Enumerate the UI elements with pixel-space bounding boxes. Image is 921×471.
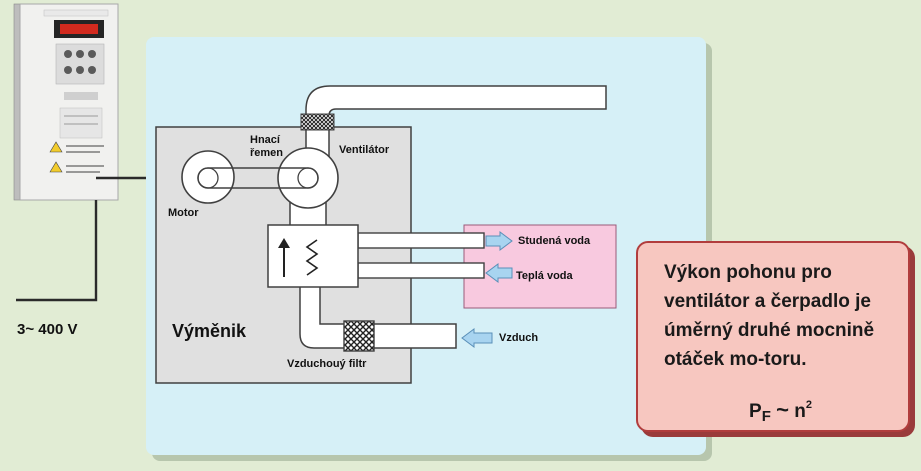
belt-label: Hnací řemen bbox=[250, 134, 284, 159]
cold-water-arrow bbox=[485, 231, 513, 251]
formula: PF ~ n2 bbox=[749, 397, 812, 425]
formula-p: P bbox=[749, 401, 762, 422]
formula-proportional: ~ bbox=[776, 397, 789, 422]
cold-water-label: Studená voda bbox=[518, 235, 591, 247]
exchanger-label: Výměnik bbox=[172, 321, 247, 341]
warm-water-label: Teplá voda bbox=[516, 270, 573, 282]
voltage-label: 3~ 400 V bbox=[17, 321, 78, 338]
formula-superscript: 2 bbox=[805, 399, 813, 411]
filter-label: Vzduchouý filtr bbox=[287, 358, 367, 370]
formula-n: n bbox=[794, 401, 806, 422]
frequency-inverter bbox=[13, 3, 119, 201]
warm-water-arrow bbox=[485, 263, 513, 283]
air-duct bbox=[299, 285, 457, 349]
note-box bbox=[636, 241, 910, 432]
duct-flange bbox=[300, 113, 335, 131]
supply-cable bbox=[16, 200, 98, 302]
note-text: Výkon pohonu pro ventilátor a čerpadlo j… bbox=[664, 262, 875, 370]
formula-subscript: F bbox=[761, 408, 771, 425]
warm-water-pipe bbox=[357, 262, 485, 279]
motor-label: Motor bbox=[168, 207, 199, 219]
motor-pulley bbox=[181, 150, 235, 204]
coil-zigzag bbox=[305, 239, 319, 276]
fan-label: Ventilátor bbox=[339, 144, 390, 156]
air-arrow bbox=[461, 328, 493, 348]
fan-housing bbox=[277, 147, 339, 209]
air-label: Vzduch bbox=[499, 332, 539, 344]
air-filter bbox=[343, 320, 375, 352]
cold-water-pipe bbox=[357, 232, 485, 249]
